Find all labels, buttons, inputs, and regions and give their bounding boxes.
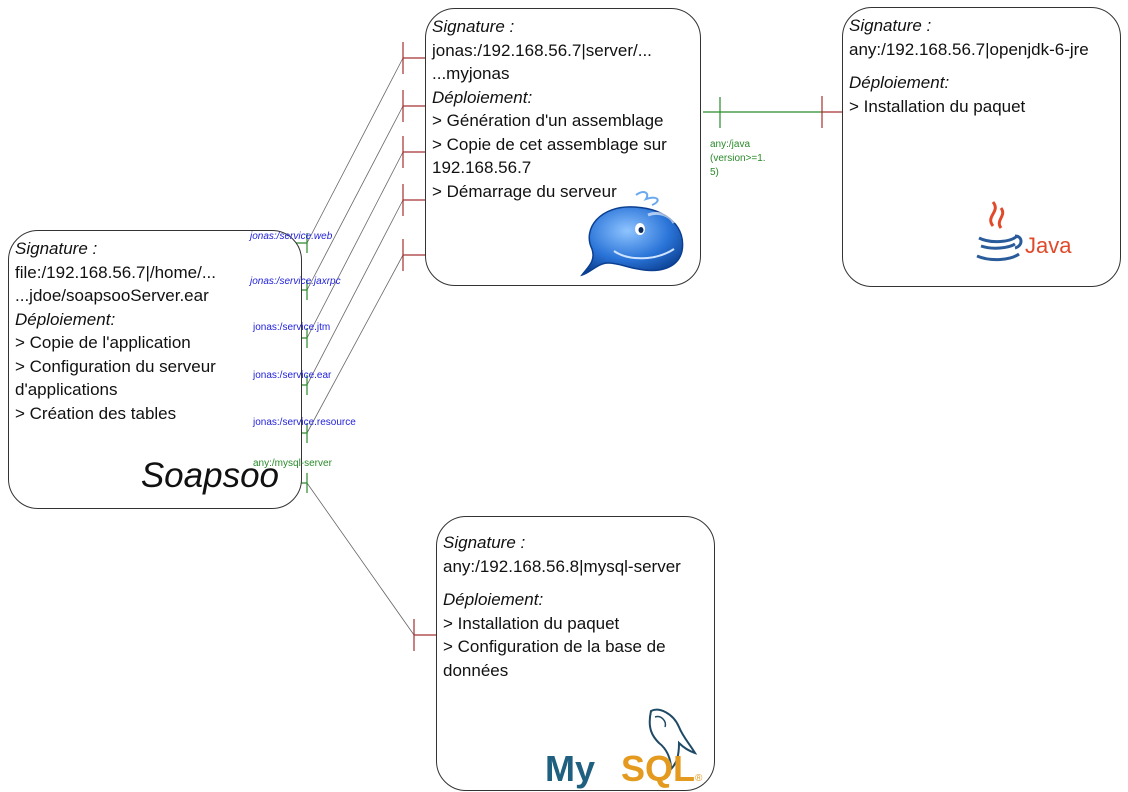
java-logo-text: Java (1025, 233, 1072, 258)
connector-service-resource (306, 254, 404, 434)
mysql-logo-icon: My SQL ® (545, 708, 703, 789)
connector-service-jaxrpc (306, 105, 404, 291)
dependency-label-mysql: any:/mysql-server (253, 458, 332, 469)
java-box[interactable]: Signature : any:/192.168.56.7|openjdk-6-… (842, 7, 1121, 287)
service-label-resource: jonas:/service.resource (253, 417, 356, 428)
soapsoo-brand: Soapsoo (140, 456, 279, 495)
mysql-signature-label: Signature : (443, 533, 526, 552)
jonas-signature-line2: ...myjonas (432, 64, 510, 83)
java-step: > Installation du paquet (849, 96, 1026, 116)
mysql-step: > Configuration de la base de (443, 637, 666, 656)
mysql-logo-registered: ® (695, 773, 703, 784)
port-required-ear (402, 184, 425, 216)
dependency-label-java-1: any:/java (710, 139, 751, 150)
connector-service-jtm (306, 151, 404, 339)
jonas-deploy-label: Déploiement: (432, 87, 533, 107)
connector-mysql (306, 482, 415, 636)
jonas-signature-label: Signature : (432, 17, 515, 36)
mysql-logo-my: My (545, 748, 595, 789)
connector-service-ear (306, 199, 404, 386)
mysql-box[interactable]: Signature : any:/192.168.56.8|mysql-serv… (436, 516, 715, 791)
jonas-step: > Démarrage du serveur (432, 181, 617, 201)
port-required-resource (402, 239, 425, 271)
soapsoo-box[interactable]: Signature : file:/192.168.56.7|/home/...… (8, 230, 302, 509)
jonas-step: > Génération d'un assemblage (432, 111, 664, 130)
java-logo-icon: Java (976, 201, 1072, 262)
service-label-web: jonas:/service.web (250, 231, 333, 242)
jonas-step: > Copie de cet assemblage sur (432, 134, 667, 154)
mysql-logo-sql: SQL (621, 748, 695, 789)
soapsoo-signature-line2: ...jdoe/soapsooServer.ear (15, 286, 209, 305)
mysql-signature-line1: any:/192.168.56.8|mysql-server (443, 556, 681, 576)
java-deploy-label: Déploiement: (849, 73, 950, 92)
port-required-mysql (413, 619, 436, 651)
port-required-jtm (402, 136, 425, 168)
soapsoo-signature-label: Signature : (15, 239, 98, 258)
mysql-step: > Installation du paquet (443, 613, 620, 633)
service-label-jaxrpc: jonas:/service.jaxrpc (250, 276, 341, 287)
dependency-label-java-2: (version>=1. (710, 153, 766, 164)
port-required-web (402, 42, 425, 74)
jonas-step: 192.168.56.7 (432, 158, 532, 177)
port-required-jaxrpc (402, 90, 425, 122)
whale-logo-icon (580, 191, 684, 277)
soapsoo-step: > Création des tables (15, 403, 177, 423)
mysql-deploy-label: Déploiement: (443, 590, 544, 609)
service-label-ear: jonas:/service.ear (253, 370, 332, 381)
soapsoo-step: d'applications (15, 380, 118, 399)
port-required-java (821, 96, 842, 128)
soapsoo-step: > Configuration du serveur (15, 356, 216, 376)
soapsoo-signature-line1: file:/192.168.56.7|/home/... (15, 262, 216, 282)
soapsoo-step: > Copie de l'application (15, 333, 191, 352)
service-label-jtm: jonas:/service.jtm (253, 322, 331, 333)
java-signature-label: Signature : (849, 16, 932, 35)
mysql-step: données (443, 660, 509, 680)
port-dependency-java (703, 97, 822, 128)
soapsoo-deploy-label: Déploiement: (15, 309, 116, 329)
dependency-label-java-3: 5) (710, 167, 719, 178)
jonas-box[interactable]: Signature : jonas:/192.168.56.7|server/.… (425, 8, 701, 286)
java-signature-line1: any:/192.168.56.7|openjdk-6-jre (849, 39, 1089, 59)
connector-service-web (306, 57, 404, 244)
jonas-signature-line1: jonas:/192.168.56.7|server/... (432, 40, 652, 60)
